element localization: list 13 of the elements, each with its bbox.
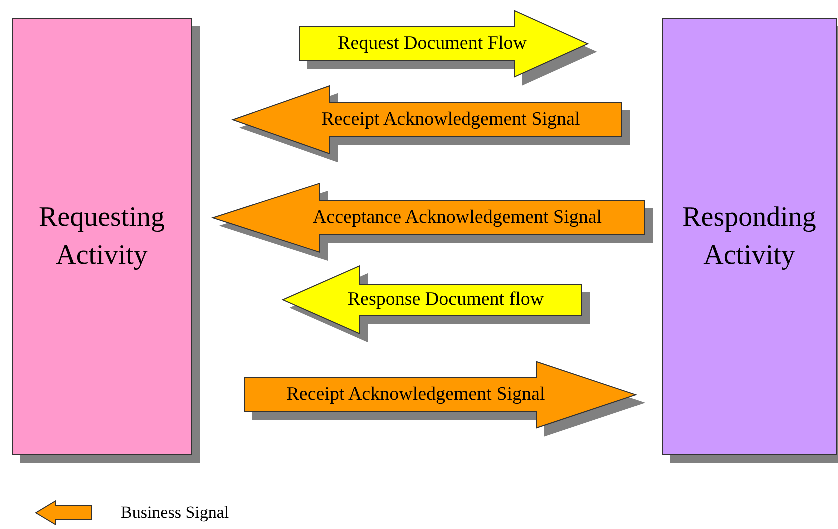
edge-label: Response Document flow [346,288,546,312]
block-arrow [244,361,638,429]
block-arrow [282,265,582,335]
activity-label: Requesting Activity [38,200,166,272]
edge-label: Acceptance Acknowledgement Signal [312,206,604,230]
activity-label: Responding Activity [682,200,818,272]
edge-label: Request Document Flow [337,32,528,56]
block-arrow [231,85,622,155]
edge-label: Receipt Acknowledgement Signal [286,383,546,407]
block-arrow [211,182,646,254]
edge-label: Receipt Acknowledgement Signal [320,108,582,132]
legend-label: Business Signal [121,502,230,524]
block-arrow [300,10,590,78]
